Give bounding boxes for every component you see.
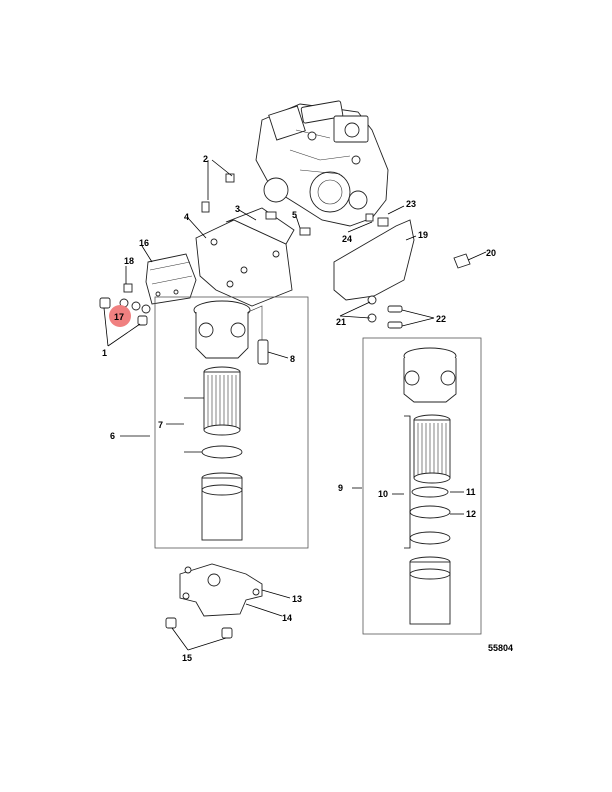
callout-23: 23 — [406, 199, 416, 209]
callout-15: 15 — [182, 653, 192, 663]
callout-8: 8 — [290, 354, 295, 364]
callout-4: 4 — [184, 212, 189, 222]
mounting-bracket — [195, 173, 311, 307]
filter-element-right — [413, 414, 451, 484]
side-bracket — [333, 213, 471, 329]
callout-16: 16 — [139, 238, 149, 248]
callout-2: 2 — [203, 154, 208, 164]
callout-10: 10 — [378, 489, 388, 499]
leader-lines — [103, 159, 487, 651]
callout-6: 6 — [110, 431, 115, 441]
callout-11: 11 — [466, 487, 476, 497]
callout-3: 3 — [235, 204, 240, 214]
callout-24: 24 — [342, 234, 352, 244]
callout-12: 12 — [466, 509, 476, 519]
filter-element-left — [203, 366, 241, 436]
callout-18: 18 — [124, 256, 134, 266]
callout-9: 9 — [338, 483, 343, 493]
filter-mount-bracket — [165, 563, 263, 639]
filter-head-right — [403, 347, 457, 403]
callout-17: 17 — [114, 312, 124, 322]
callout-5: 5 — [292, 210, 297, 220]
filter-bowl-right — [409, 556, 451, 625]
callout-13: 13 — [292, 594, 302, 604]
callout-21: 21 — [336, 317, 346, 327]
highlight-marker — [109, 305, 131, 327]
hardware-group — [99, 283, 151, 326]
diagram-id: 55804 — [488, 643, 513, 653]
callout-14: 14 — [282, 613, 292, 623]
callout-22: 22 — [436, 314, 446, 324]
o-ring-right-large — [409, 505, 451, 519]
callout-1: 1 — [102, 348, 107, 358]
filter-bowl-left — [201, 472, 243, 541]
o-ring-left — [201, 445, 243, 459]
pump-assembly — [255, 100, 389, 227]
filter-assembly-box-left — [154, 296, 309, 549]
filter-assembly-box-right — [362, 337, 482, 635]
callout-20: 20 — [486, 248, 496, 258]
filter-head-left — [193, 300, 269, 365]
o-ring-right-bottom — [409, 531, 451, 545]
callout-7: 7 — [158, 420, 163, 430]
control-module — [145, 253, 197, 305]
callout-19: 19 — [418, 230, 428, 240]
o-ring-right-small — [411, 486, 449, 498]
